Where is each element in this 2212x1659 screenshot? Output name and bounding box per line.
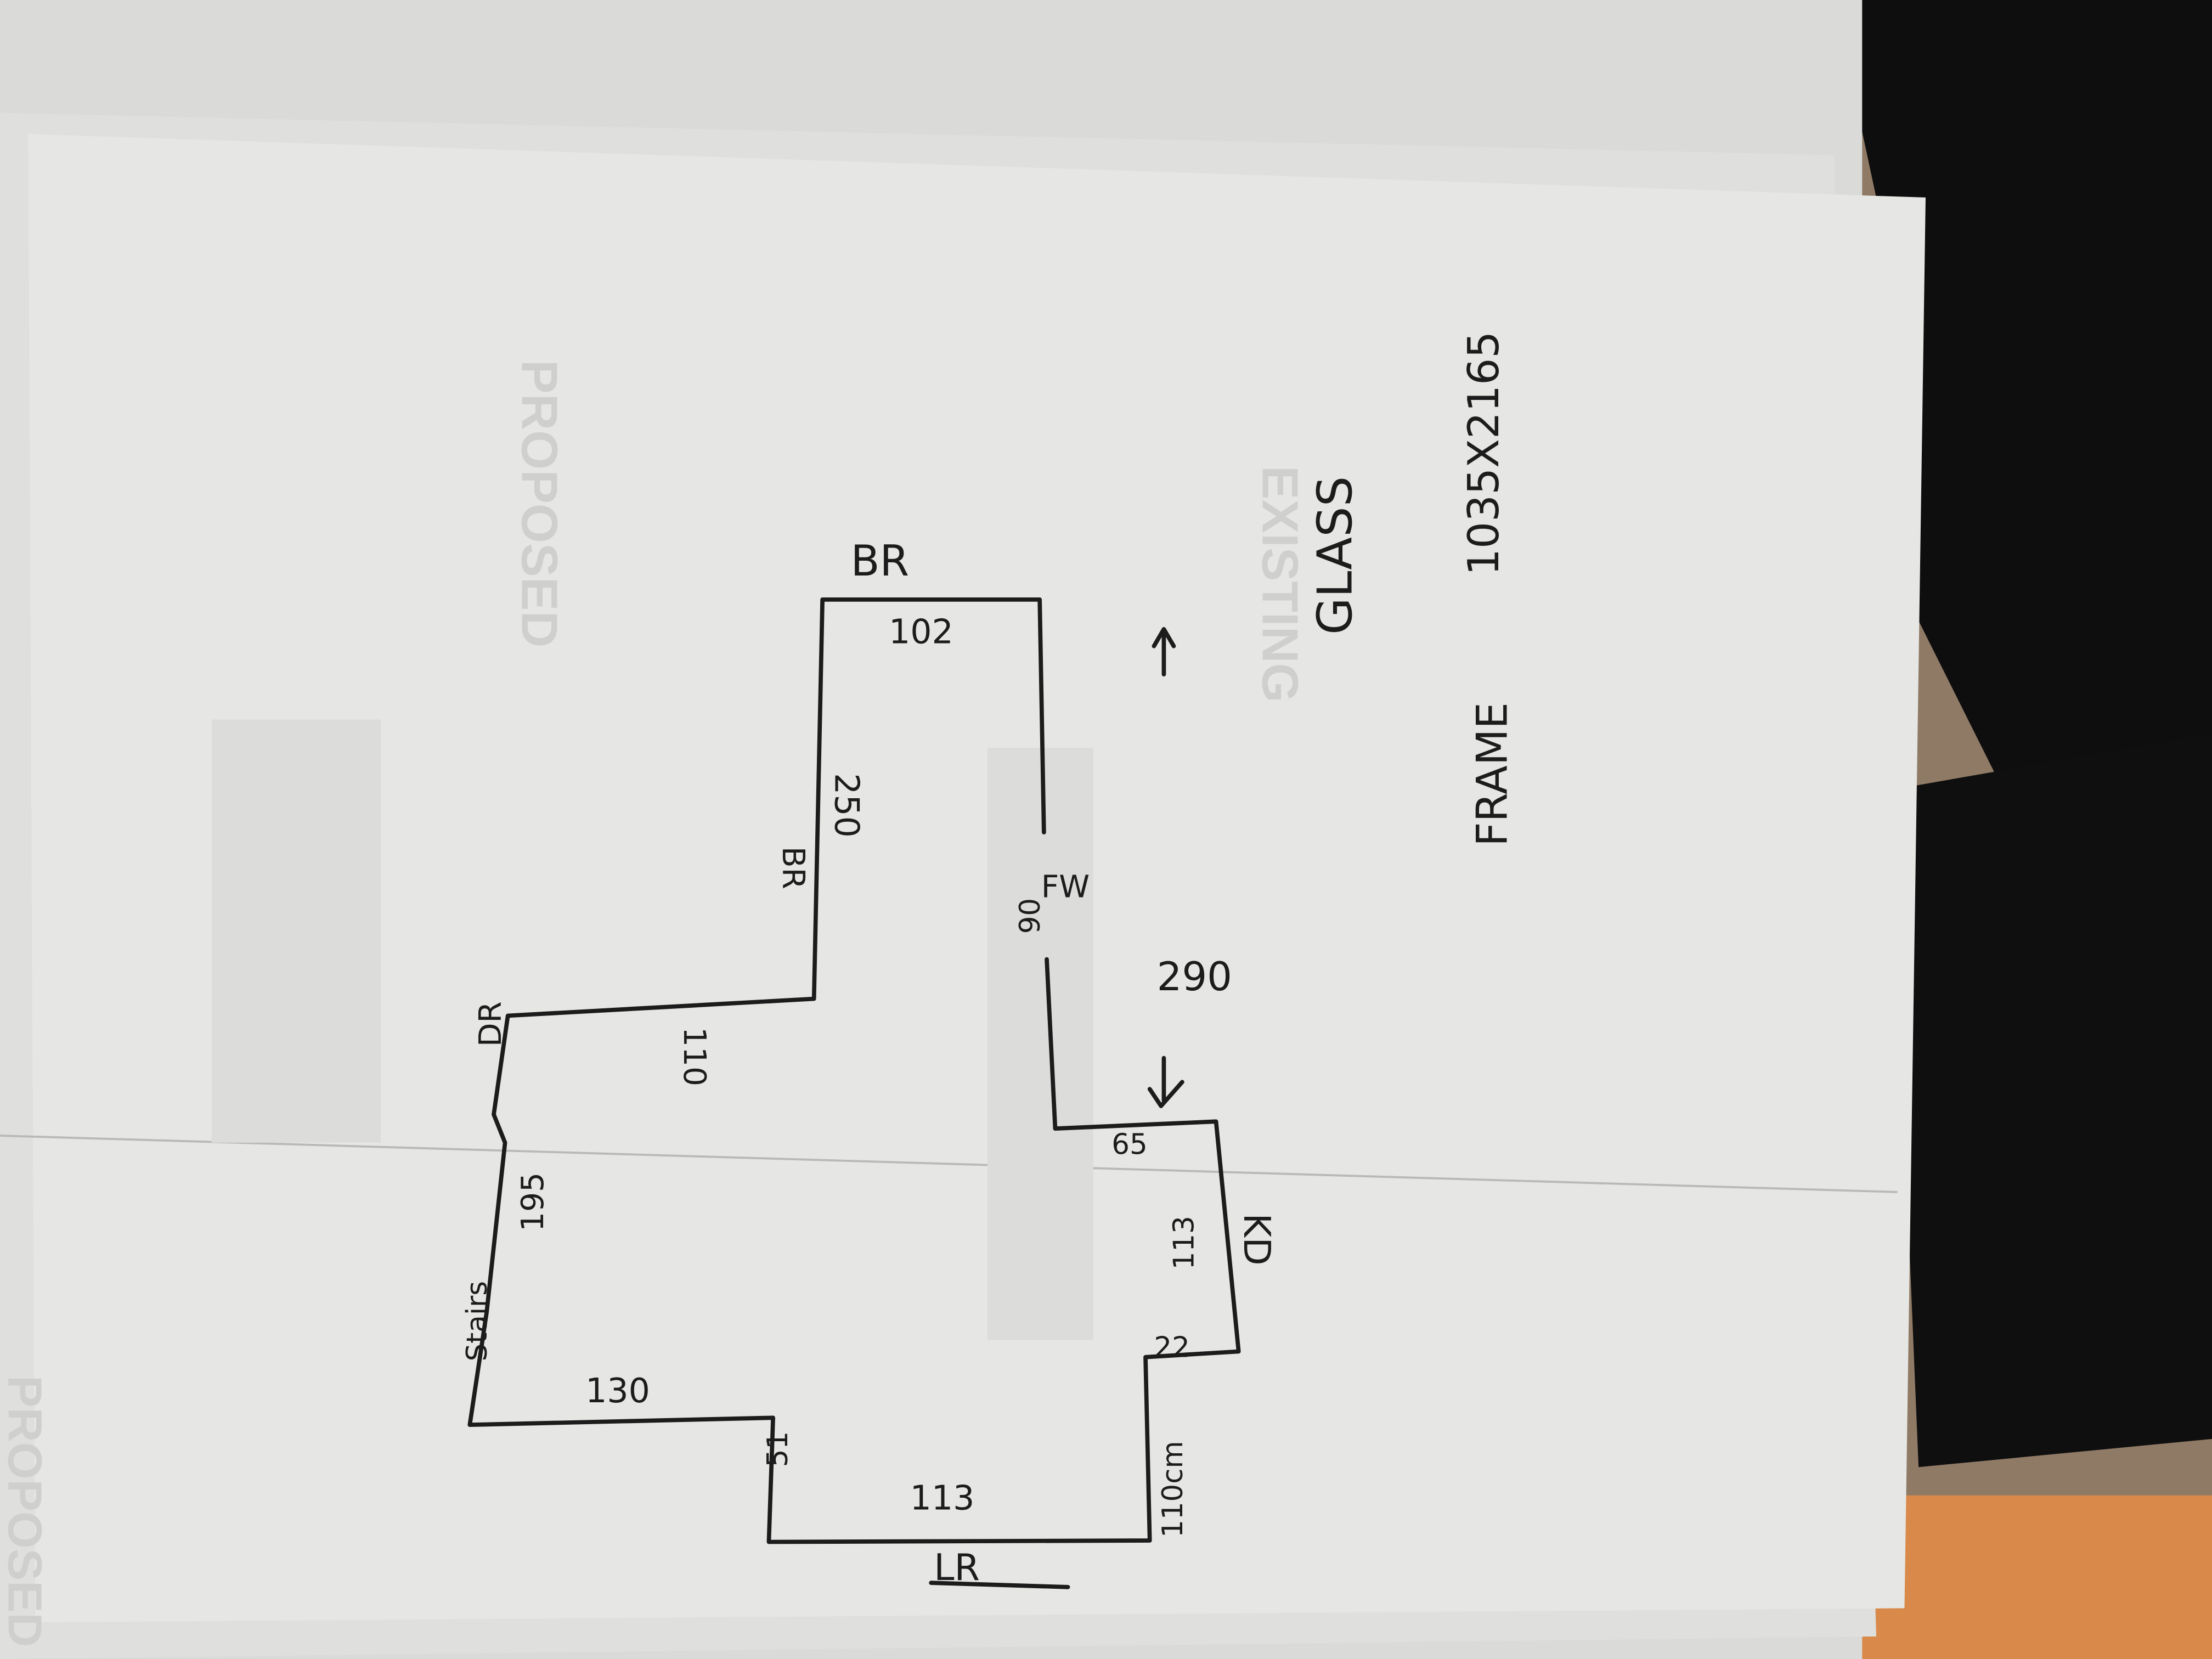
dimension-22: 22 [1154,1331,1189,1364]
dimension-250: 250 [827,773,866,838]
fold-line [0,1135,1898,1193]
note-frame: FRAME [1468,702,1517,847]
room-label-br-side: BR [775,847,811,889]
room-label-fw: FW [1041,868,1090,905]
dimension-290: 290 [1157,953,1232,1000]
dimension-113-right: 113 [1167,1216,1200,1269]
wall-outline [467,597,1241,1544]
note-size: 1035X2165 [1459,331,1509,575]
note-glass: GLASS [1307,476,1363,635]
dimension-195: 195 [515,1172,551,1232]
floor-plan-outline [467,597,1241,1589]
dimension-113-bottom: 113 [910,1478,975,1517]
arrow-down-icon [1147,1056,1184,1108]
room-label-stairs: Stairs [461,1281,494,1362]
room-label-kd: KD [1235,1213,1278,1265]
ghost-text-proposed-bottom: PROPOSED [0,1375,52,1647]
ghost-print-block [211,719,381,1143]
dimension-110cm: 110cm [1156,1441,1189,1537]
arrow-up-icon [1152,627,1176,677]
ghost-text-existing: EXISTING [1251,466,1308,703]
dimension-102: 102 [889,612,953,652]
dimension-51: 51 [761,1431,794,1467]
dark-trouser [1890,733,2212,1468]
front-paper [28,134,1926,1623]
ghost-text-proposed: PROPOSED [511,360,568,648]
room-label-lr: LR [934,1546,980,1589]
dimension-90: 90 [1014,898,1047,934]
room-label-br: BR [851,537,910,586]
room-label-dr: DR [472,1001,509,1047]
ghost-print-block [988,747,1093,1340]
dimension-65: 65 [1111,1128,1147,1161]
dark-shoe [1833,0,2212,790]
dimension-130: 130 [585,1371,650,1410]
dimension-110: 110 [676,1027,713,1086]
lr-underline [929,1581,1070,1589]
